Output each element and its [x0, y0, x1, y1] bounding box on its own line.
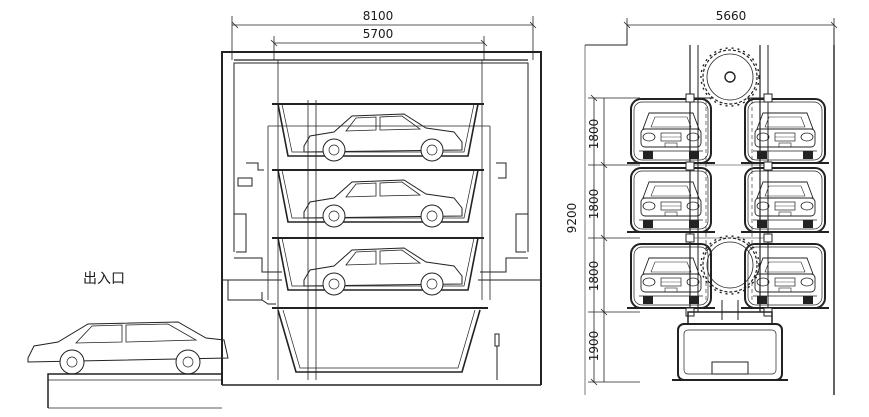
pallet-level-2	[271, 169, 485, 228]
pallet-level-1	[271, 103, 485, 162]
dimension-label-8100: 8100	[363, 9, 394, 23]
sprocket-teeth-top	[700, 47, 760, 295]
car-side-level-1	[303, 113, 463, 162]
dimension-label-level-2: 1800	[587, 189, 601, 220]
dimension-label-9200: 9200	[565, 203, 579, 234]
car-side-level-2	[303, 179, 463, 228]
pallet-level-3	[271, 237, 485, 296]
pit-pallet	[672, 300, 788, 381]
dimension-8100: 8100	[231, 9, 537, 60]
building-structure	[221, 51, 542, 386]
dimension-vertical	[588, 94, 640, 386]
car-front-left-level-1	[626, 98, 716, 164]
dimension-5660: 5660	[623, 9, 838, 40]
dimension-label-level-4: 1900	[587, 331, 601, 362]
entrance-label: 出入口	[83, 271, 125, 287]
car-front-left-level-3	[626, 243, 716, 309]
car-front-right-level-1	[740, 98, 830, 164]
ground-line	[47, 373, 222, 409]
car-side-level-3	[303, 247, 463, 296]
lift-mast	[689, 45, 769, 312]
dimension-label-level-1: 1800	[587, 119, 601, 150]
front-view: 5660 9200 1800 1800 1800 1900	[565, 9, 838, 395]
sprocket-top	[702, 49, 758, 105]
dimension-label-level-3: 1800	[587, 261, 601, 292]
dimension-label-5660: 5660	[716, 9, 747, 23]
car-front-right-level-2	[740, 167, 830, 233]
side-view: 8100 5700	[27, 9, 542, 409]
car-front-left-level-2	[626, 167, 716, 233]
front-structure	[584, 28, 835, 395]
dimension-5700: 5700	[270, 27, 488, 60]
entrance-car	[27, 321, 229, 375]
dimension-label-5700: 5700	[363, 27, 394, 41]
pallet-level-4	[272, 307, 488, 373]
